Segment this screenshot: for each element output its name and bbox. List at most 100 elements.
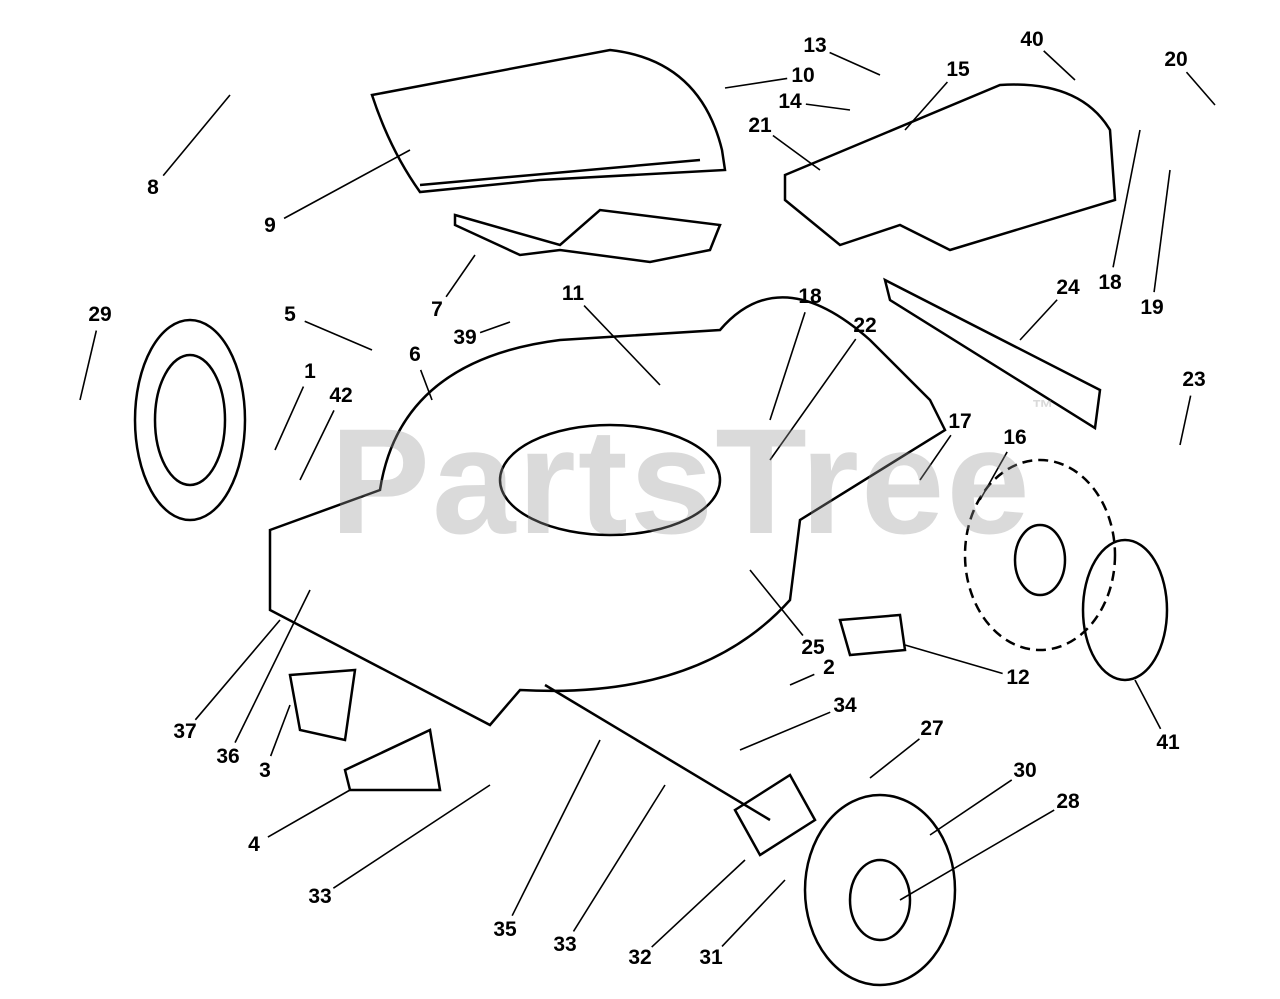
adjuster-4 <box>343 728 442 792</box>
leader-line-9 <box>283 149 411 220</box>
leader-line-11 <box>583 305 661 386</box>
part-label-18: 18 <box>798 285 822 308</box>
leader-line-5 <box>304 320 373 351</box>
leader-line-4 <box>267 789 351 838</box>
leader-line-2 <box>789 673 815 686</box>
deck-opening <box>498 423 722 537</box>
leader-line-14 <box>805 103 851 111</box>
leader-line-39 <box>479 321 511 334</box>
leader-line-33 <box>572 784 666 932</box>
part-label-24: 24 <box>1056 276 1080 299</box>
leader-line-10 <box>724 77 788 89</box>
part-label-8: 8 <box>147 176 159 199</box>
leader-line-29 <box>79 330 98 401</box>
part-label-33: 33 <box>308 885 332 908</box>
part-label-9: 9 <box>264 214 276 237</box>
leader-line-34 <box>739 711 831 751</box>
part-label-7: 7 <box>431 298 443 321</box>
leader-line-15 <box>904 81 949 131</box>
leader-line-3 <box>269 704 291 757</box>
leader-line-18 <box>769 311 806 421</box>
leader-line-23 <box>1179 395 1192 446</box>
part-label-42: 42 <box>329 384 353 407</box>
part-label-37: 37 <box>173 720 197 743</box>
part-label-13: 13 <box>803 34 827 57</box>
leader-line-7 <box>445 254 476 298</box>
leader-line-1 <box>274 386 305 451</box>
part-label-27: 27 <box>920 717 944 740</box>
leader-line-18 <box>1112 129 1141 268</box>
height-adjuster <box>838 613 907 657</box>
part-label-41: 41 <box>1156 731 1180 754</box>
discharge-cover <box>783 83 1117 252</box>
leader-line-21 <box>772 134 821 171</box>
leader-line-19 <box>1153 169 1171 293</box>
part-label-2: 2 <box>823 656 835 679</box>
part-label-29: 29 <box>88 303 112 326</box>
leader-line-12 <box>904 644 1003 675</box>
part-label-31: 31 <box>699 946 723 969</box>
part-label-11: 11 <box>561 282 585 305</box>
left-rear-wheel <box>133 318 247 522</box>
part-label-36: 36 <box>216 745 240 768</box>
leader-line-42 <box>299 410 335 481</box>
part-label-25: 25 <box>801 636 825 659</box>
leader-line-35 <box>511 739 601 917</box>
part-label-16: 16 <box>1003 426 1027 449</box>
deflector <box>883 277 1102 431</box>
hubcap <box>1081 538 1169 682</box>
part-label-15: 15 <box>946 58 970 81</box>
part-label-6: 6 <box>409 343 421 366</box>
part-label-17: 17 <box>948 410 972 433</box>
rear-cover <box>370 48 727 194</box>
front-wheel <box>803 793 957 987</box>
part-label-18: 18 <box>1098 271 1122 294</box>
part-label-40: 40 <box>1020 28 1044 51</box>
leader-line-28 <box>899 809 1055 901</box>
part-label-10: 10 <box>791 64 815 87</box>
leader-line-41 <box>1134 679 1162 730</box>
leader-line-37 <box>194 619 281 721</box>
leader-line-40 <box>1043 50 1076 81</box>
watermark-text: PartsTree <box>330 397 1032 565</box>
part-label-19: 19 <box>1140 296 1164 319</box>
part-label-33: 33 <box>553 933 577 956</box>
part-label-21: 21 <box>748 114 772 137</box>
leader-line-27 <box>869 738 920 779</box>
part-label-23: 23 <box>1182 368 1206 391</box>
leader-line-24 <box>1019 299 1058 341</box>
part-label-28: 28 <box>1056 790 1080 813</box>
part-label-14: 14 <box>778 90 802 113</box>
part-label-20: 20 <box>1164 48 1188 71</box>
part-label-22: 22 <box>853 314 877 337</box>
leader-line-36 <box>234 589 311 743</box>
leader-line-32 <box>651 859 746 948</box>
leader-line-17 <box>919 434 952 481</box>
leader-line-25 <box>749 569 804 637</box>
part-label-3: 3 <box>259 759 271 782</box>
part-label-34: 34 <box>833 694 857 717</box>
part-label-39: 39 <box>453 326 477 349</box>
right-rear-wheel <box>963 458 1117 652</box>
part-label-35: 35 <box>493 918 517 941</box>
leader-line-30 <box>929 779 1013 836</box>
baffle-bracket <box>453 208 722 264</box>
part-label-32: 32 <box>628 946 652 969</box>
leader-line-20 <box>1185 71 1216 106</box>
leader-line-31 <box>721 879 786 947</box>
leader-line-33 <box>332 784 491 889</box>
trademark-mark: ™ <box>1031 395 1056 420</box>
leader-line-22 <box>769 338 857 461</box>
adjuster-3 <box>288 668 357 742</box>
leader-line-13 <box>829 51 881 76</box>
part-label-5: 5 <box>284 303 296 326</box>
axle-bracket <box>733 773 817 857</box>
leader-line-16 <box>979 451 1008 501</box>
leader-line-6 <box>419 369 433 401</box>
watermark: PartsTree™ <box>330 395 1056 568</box>
part-label-30: 30 <box>1013 759 1037 782</box>
leader-line-8 <box>162 94 231 177</box>
part-label-4: 4 <box>248 833 260 856</box>
part-label-1: 1 <box>304 360 316 383</box>
